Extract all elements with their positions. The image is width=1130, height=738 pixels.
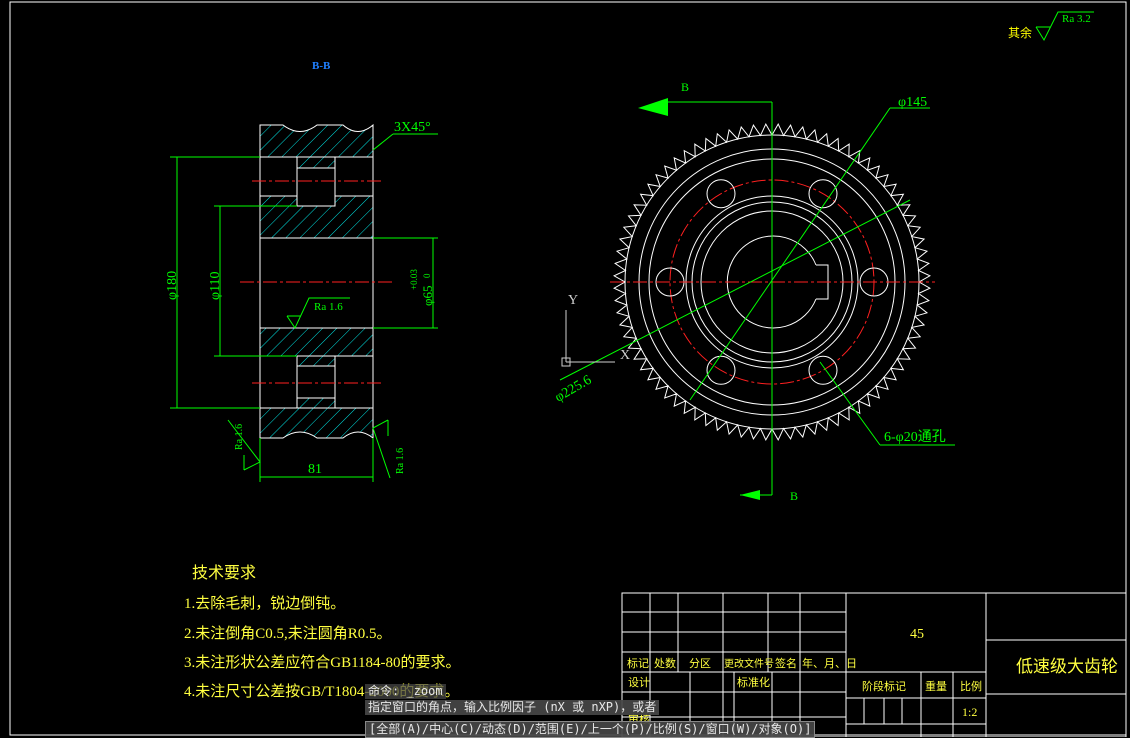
dim-d225: φ225.6 [553,373,595,406]
hdr-mark: 标记 [627,656,649,670]
hdr-sign: 签名 [775,656,797,670]
scale-label: 比例 [960,679,982,693]
roughness-note: 其余 Ra 3.2 [1008,11,1094,42]
hatch-top-lower [259,195,374,239]
ucs-icon: Y X [561,293,630,367]
scale-value: 1:2 [962,705,977,719]
hdr-date: 年、月、日 [802,656,857,670]
hatch-top-upper [259,123,374,169]
title-block-text: 45 低速级大齿轮 标记 处数 分区 更改文件号 签名 年、月、日 设计 标准化… [627,627,1118,726]
section-view: φ180 φ110 φ65 +0.03 0 3X45° Ra 1.6 81 Ra… [165,120,438,482]
dim-d65-tol-upper: +0.03 [409,269,419,290]
tech-req-title: 技术要求 [192,564,256,582]
title-block [621,592,1127,737]
tech-requirements: 技术要求 1.去除毛刺，锐边倒钝。 2.未注倒角C0.5,未注圆角R0.5。 3… [184,564,461,700]
dim-holes: 6-φ20通孔 [884,429,946,445]
tech-req-item: 2.未注倒角C0.5,未注圆角R0.5。 [184,625,392,642]
dim-d65-tol-lower: 0 [422,273,432,278]
dim-chamfer: 3X45° [394,120,431,135]
roughness-note-prefix: 其余 [1008,25,1032,40]
command-prompt-line: 指定窗口的角点，输入比例因子 (nX 或 nXP)，或者 [365,700,660,715]
dim-d180: φ180 [165,271,180,300]
dim-ra-right: Ra 1.6 [395,448,406,474]
dim-width-81: 81 [308,462,322,477]
section-mark-bottom: B [790,489,798,503]
hatch-bottom-upper [259,327,374,367]
command-history-line: 命令: _zoom [365,684,446,699]
tech-req-item: 3.未注形状公差应符合GB1184-80的要求。 [184,653,461,671]
hdr-zone: 分区 [689,657,711,670]
hatch-bottom-lower [259,397,374,440]
row-std: 标准化 [737,675,770,689]
ucs-x-label: X [620,348,630,363]
row-design: 设计 [628,676,650,689]
weight: 重量 [925,679,947,693]
dim-ra-bore: Ra 1.6 [314,301,343,313]
dim-d65: φ65 [420,285,435,306]
bolt-hole [808,355,838,385]
section-label: B-B [312,60,331,72]
bolt-hole [706,355,736,385]
ucs-y-label: Y [568,293,578,308]
tech-req-item: 1.去除毛刺，锐边倒钝。 [184,595,345,612]
material: 45 [910,627,924,642]
stage-mark: 阶段标记 [862,679,906,693]
bolt-hole [808,179,838,209]
dim-d110: φ110 [208,271,223,300]
command-options-line[interactable]: [全部(A)/中心(C)/动态(D)/范围(E)/上一个(P)/比例(S)/窗口… [365,721,816,738]
bolt-hole [706,179,736,209]
hdr-doc: 更改文件号 [724,657,774,670]
section-mark-top: B [681,80,689,94]
gear-front-view: B B φ145 φ225.6 6-φ20通孔 [553,80,955,503]
hdr-count: 处数 [654,657,676,670]
roughness-note-value: Ra 3.2 [1062,13,1091,25]
dim-ra-left: Ra 1.6 [234,424,245,450]
dim-d145: φ145 [898,95,927,110]
part-name: 低速级大齿轮 [1016,657,1118,676]
